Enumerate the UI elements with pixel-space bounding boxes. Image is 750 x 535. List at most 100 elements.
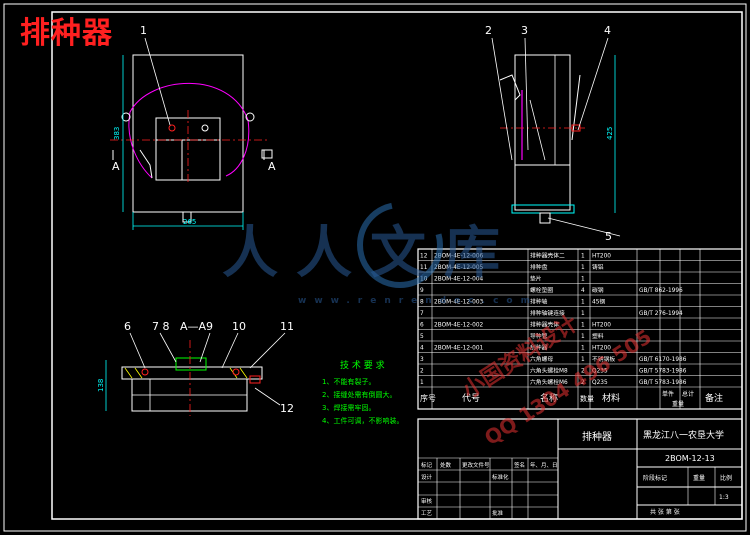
bom-no: 12 (420, 254, 428, 260)
front-view: A A 383 265 1 (110, 24, 276, 230)
bom-no: 9 (420, 288, 424, 294)
bom-no: 11 (420, 265, 428, 271)
bom-qty: 1 (581, 357, 585, 363)
lug-left (121, 112, 131, 122)
bom-no: 8 (420, 300, 424, 306)
bom-standard: GB/T 6170-1986 (639, 357, 687, 363)
leader-11 (249, 332, 286, 369)
leader-7 (159, 332, 177, 363)
tb-process: 工艺 (421, 510, 433, 517)
bom-qty: 2 (581, 369, 585, 375)
bom-name: 刮种器 (530, 344, 548, 352)
leader-2 (491, 37, 513, 161)
bom-qty: 1 (581, 265, 585, 271)
bom-name: 垫片 (530, 275, 542, 283)
bom-no: 3 (420, 357, 424, 363)
scraper-left (139, 149, 153, 179)
callout-3: 3 (521, 24, 528, 37)
bom-name: 六角螺母 (530, 355, 553, 363)
bom-no: 7 (420, 311, 424, 317)
leader-10 (221, 332, 239, 369)
bom-material: HT200 (592, 254, 611, 260)
dim-bottom-text: 138 (97, 379, 105, 392)
bom-header-total: 总计 (682, 390, 694, 398)
bom-qty: 2 (581, 380, 585, 386)
bom-header-qty: 数量 (580, 394, 594, 403)
bom-qty: 1 (581, 323, 585, 329)
tech-req-item-3: 3、焊接需牢固。 (322, 403, 375, 412)
tb-mark-1: 处数 (440, 461, 452, 469)
bom-code: 2BOM-4E-12-004 (434, 277, 484, 283)
tb-design: 设计 (421, 473, 433, 481)
dim-side-text: 425 (606, 127, 614, 140)
bom-material: 塑料 (592, 332, 604, 340)
bom-qty: 1 (581, 254, 585, 260)
bom-code: 2BOM-4E-12-003 (434, 300, 484, 306)
bom-no: 5 (420, 334, 424, 340)
tb-weight: 重量 (693, 474, 705, 482)
bom-name: 排种器壳体 (530, 321, 559, 329)
tb-school: 黑龙江八一农垦大学 (643, 429, 724, 441)
hub-lower (155, 139, 183, 181)
leader-6 (129, 332, 146, 369)
bom-name: 排种轴 (530, 298, 548, 306)
section-hatch (124, 367, 248, 379)
bom-material: 碳钢 (592, 286, 604, 294)
callout-11: 11 (280, 320, 294, 333)
bom-code: 2BOM-4E-12-001 (434, 346, 484, 352)
bom-no: 6 (420, 323, 424, 329)
bom-standard: GB/T 276-1994 (639, 311, 683, 317)
side-inner-1 (529, 99, 546, 161)
section-mark-right: A (268, 160, 276, 173)
bom-standard: GB/T 862-1996 (639, 288, 683, 294)
callout-2: 2 (485, 24, 492, 37)
bom-header-single: 单件 (662, 390, 674, 398)
bom-frame (417, 248, 743, 410)
watermark-main: 人人文库 (222, 221, 518, 286)
callout-4: 4 (604, 24, 611, 37)
bom-header-code: 代号 (462, 393, 480, 404)
callout-1: 1 (140, 24, 147, 37)
section-bolt-left (141, 368, 149, 376)
tech-req-item-1: 1、不能有裂子。 (322, 377, 375, 386)
side-outlet (539, 212, 551, 224)
lug-right (245, 112, 255, 122)
bom-code: 2BOM-4E-12-006 (434, 254, 484, 260)
tb-std: 标准化 (492, 473, 509, 481)
drawing-title: 排种器 (20, 16, 113, 51)
bolt-hole-right (201, 124, 209, 132)
side-bottom-plate (511, 204, 575, 214)
tech-req-item-4: 4、工件可调，不影响装。 (322, 416, 403, 425)
outer-border (3, 3, 747, 532)
bom-standard: GB/T 5783-1986 (639, 380, 687, 386)
bom-name: 六角头螺栓M8 (530, 367, 568, 375)
seed-disc-arc-left (128, 111, 153, 179)
bom-header-note: 备注 (705, 392, 723, 404)
side-base (514, 164, 571, 211)
bom-name: 螺栓垫圈 (530, 286, 553, 294)
bom-no: 4 (420, 346, 424, 352)
side-hopper-lip (499, 74, 521, 101)
bom-qty: 1 (581, 311, 585, 317)
tech-req-item-2: 2、接缝处需有倒圆大。 (322, 390, 396, 399)
section-hub (175, 357, 207, 371)
callout-5: 5 (605, 230, 612, 243)
bom-qty: 1 (581, 346, 585, 352)
bom-header-weight: 重量 (672, 400, 684, 408)
outlet-stub (182, 211, 192, 223)
bom-material: 不锈钢板 (592, 355, 615, 363)
title-block-frame (417, 418, 743, 520)
callout-7-8: 7 8 (152, 320, 170, 333)
bom-header-material: 材料 (602, 392, 620, 404)
bom-qty: 1 (581, 334, 585, 340)
bom-code: 2BOM-4E-12-005 (434, 265, 484, 271)
bom-name: 排种轴键连接 (530, 309, 565, 317)
callout-9: A—A9 (180, 320, 213, 333)
callout-10: 10 (232, 320, 246, 333)
leader-1 (144, 37, 171, 126)
tb-mark-0: 标记 (421, 461, 433, 469)
leader-5 (547, 217, 621, 237)
tb-mark-4: 年、月、日 (530, 461, 558, 469)
